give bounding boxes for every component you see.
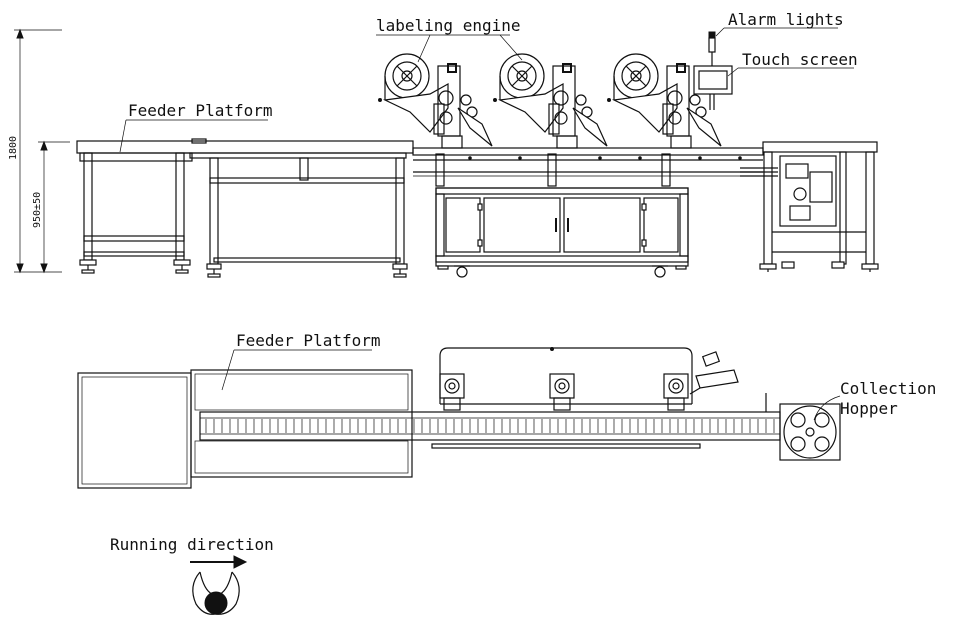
overall-height-dim: 1800 (8, 136, 19, 160)
labeling-engine-top-1 (439, 373, 465, 411)
hopper-label: Hopper (840, 399, 898, 418)
labeling-engine-2 (493, 53, 608, 149)
touch-screen-unit (693, 65, 733, 110)
collection-unit-side (759, 141, 879, 272)
touch-screen-top (689, 351, 739, 395)
running-direction-arrow-icon (190, 555, 248, 569)
labeling-engine-label: labeling engine (376, 16, 521, 35)
collection-hopper-top (765, 393, 841, 461)
labeling-engine-top-2 (549, 373, 575, 411)
table-height-dim: 950±50 (32, 192, 43, 228)
main-cabinet-top (431, 347, 701, 449)
dimension-lines (14, 28, 70, 274)
feeder-platform-top (77, 369, 413, 489)
alarm-lights-label: Alarm lights (728, 10, 844, 29)
running-direction-label: Running direction (110, 535, 274, 554)
conveyor-beam-side (412, 147, 778, 187)
feeder-platform-top-label: Feeder Platform (236, 331, 381, 350)
labeling-engine-1 (378, 53, 493, 149)
labeling-engine-top-3 (663, 373, 689, 411)
operator-icon (192, 571, 240, 615)
conveyor-slats (205, 419, 775, 433)
alarm-light-tower (708, 31, 716, 66)
conveyor-belt-top (199, 411, 781, 441)
feeder-platform-side (76, 138, 414, 278)
main-cabinet-side (435, 187, 689, 278)
leader-lines (119, 27, 854, 421)
touch-screen-label: Touch screen (742, 50, 858, 69)
labeling-engine-3 (607, 53, 722, 149)
collection-label: Collection (840, 379, 936, 398)
feeder-platform-side-label: Feeder Platform (128, 101, 273, 120)
